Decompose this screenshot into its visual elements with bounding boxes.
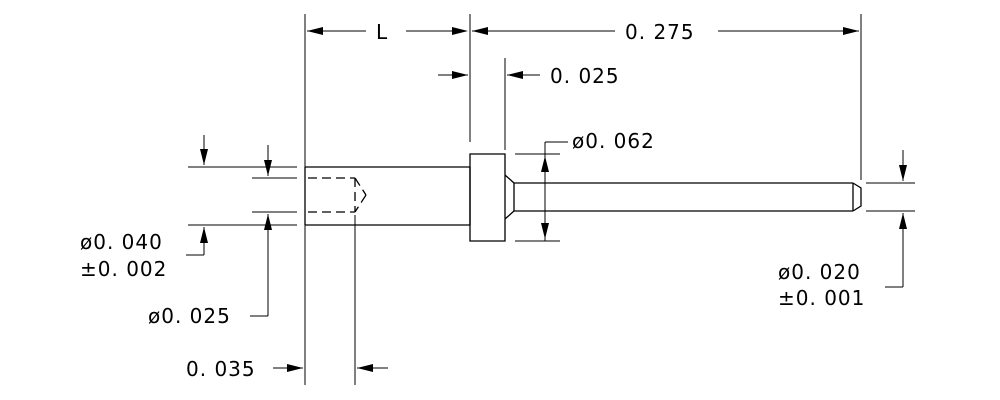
dim-pin-diameter (866, 150, 915, 288)
label-bore-depth: 0. 035 (186, 357, 256, 381)
arrowhead (452, 71, 468, 79)
arrowhead (472, 27, 488, 35)
label-flange-diameter: ø0. 062 (572, 129, 655, 153)
dim-overall-length (472, 14, 862, 180)
arrowhead (507, 71, 523, 79)
label-flange-width: 0. 025 (550, 64, 620, 88)
label-body-tolerance: ±0. 002 (80, 257, 167, 281)
bore-cone-upper (354, 177, 367, 196)
flange (469, 153, 506, 242)
dim-bore-diameter (250, 145, 297, 317)
bore-cone-lower (354, 194, 367, 213)
dim-body-diameter (186, 135, 297, 256)
arrowhead (287, 364, 303, 372)
arrowhead (899, 165, 907, 181)
label-body-diameter: ø0. 040 (80, 230, 163, 254)
arrowhead (264, 160, 272, 176)
arrowhead (843, 27, 859, 35)
dim-length-L (304, 14, 471, 385)
label-bore-diameter: ø0. 025 (148, 304, 231, 328)
part-outline (304, 153, 862, 242)
dim-flange-width (438, 58, 540, 150)
arrowhead (452, 27, 468, 35)
pin-tip (852, 182, 862, 212)
arrowhead (264, 214, 272, 230)
arrowhead (899, 213, 907, 229)
arrowhead (307, 27, 323, 35)
arrowhead (200, 149, 208, 165)
flange-chamfer-bottom (504, 210, 515, 220)
arrowhead (200, 227, 208, 243)
label-overall-length: 0. 275 (625, 20, 695, 44)
flange-chamfer-top (504, 174, 515, 184)
dim-bore-depth (273, 215, 388, 385)
arrowhead (541, 223, 549, 239)
label-pin-diameter: ø0. 020 (778, 260, 861, 284)
dim-flange-diameter (515, 141, 568, 242)
arrowhead (541, 156, 549, 172)
label-length-L: L (376, 20, 388, 44)
label-pin-tolerance: ±0. 001 (778, 286, 865, 310)
arrowhead (357, 364, 373, 372)
